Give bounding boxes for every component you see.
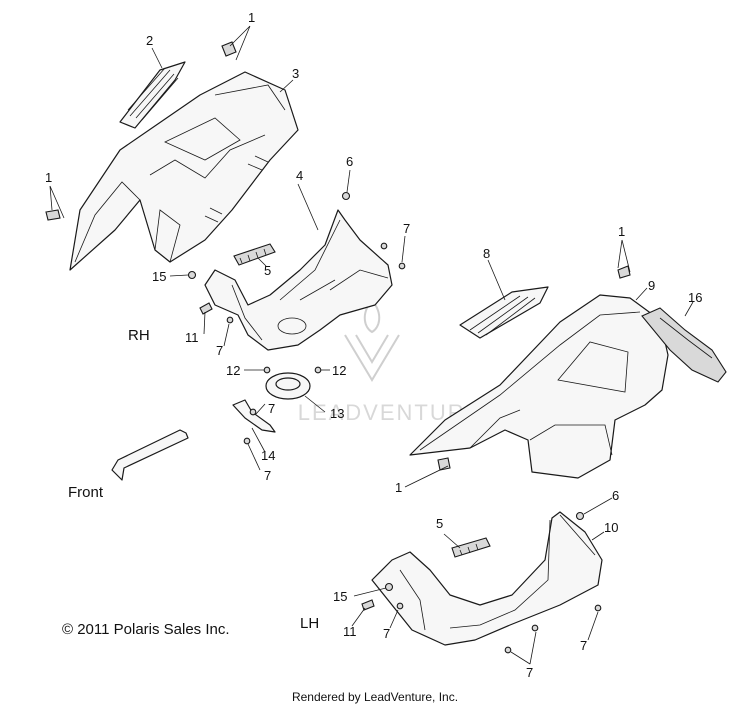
callout-7-g: 7	[580, 638, 587, 653]
callout-6-upper: 6	[346, 154, 353, 169]
callout-8: 8	[483, 246, 490, 261]
part-left-main-side-panel	[409, 294, 669, 479]
callout-11-lower: 11	[343, 624, 357, 639]
callout-7-b: 7	[216, 343, 223, 358]
callout-1-right: 1	[618, 224, 625, 239]
watermark-logo	[344, 298, 400, 382]
lh-label: LH	[300, 615, 319, 632]
copyright-text: © 2011 Polaris Sales Inc.	[62, 621, 230, 638]
fasteners	[45, 41, 631, 654]
callout-7-d: 7	[264, 468, 271, 483]
rendered-by-footer: Rendered by LeadVenture, Inc.	[291, 690, 459, 704]
callout-12-right: 12	[332, 363, 346, 378]
callout-9: 9	[648, 278, 655, 293]
callout-5-lower: 5	[436, 516, 443, 531]
part-right-upper-side-panel	[69, 71, 299, 271]
part-foot-pad-upper	[233, 243, 276, 266]
callout-11-upper: 11	[185, 330, 199, 345]
callout-6-lower: 6	[612, 488, 619, 503]
callout-1-top: 1	[248, 10, 255, 25]
part-upper-vent	[119, 61, 186, 129]
part-side-vent	[459, 286, 549, 339]
callout-7-a: 7	[403, 221, 410, 236]
rh-label: RH	[128, 327, 150, 344]
callout-3: 3	[292, 66, 299, 81]
part-handle	[641, 307, 727, 383]
part-right-lower-panel	[204, 209, 393, 351]
callout-15-lower: 15	[333, 589, 347, 604]
part-left-lower-panel	[371, 511, 603, 646]
callout-7-c: 7	[268, 401, 275, 416]
callout-10: 10	[604, 520, 618, 535]
callout-7-f: 7	[526, 665, 533, 680]
front-label: Front	[68, 484, 104, 501]
callout-15-upper: 15	[152, 269, 166, 284]
callout-4: 4	[296, 168, 303, 183]
callout-14: 14	[261, 448, 275, 463]
front-direction-arrow	[111, 429, 189, 481]
part-foot-pad-lower	[451, 537, 491, 558]
part-ring-bracket	[232, 372, 311, 433]
callout-5-upper: 5	[264, 263, 271, 278]
callout-7-e: 7	[383, 626, 390, 641]
callout-13: 13	[330, 406, 344, 421]
callout-16: 16	[688, 290, 702, 305]
callout-1-lower: 1	[395, 480, 402, 495]
callout-2: 2	[146, 33, 153, 48]
leader-lines	[49, 25, 694, 665]
callout-1-left: 1	[45, 170, 52, 185]
callout-12-left: 12	[226, 363, 240, 378]
